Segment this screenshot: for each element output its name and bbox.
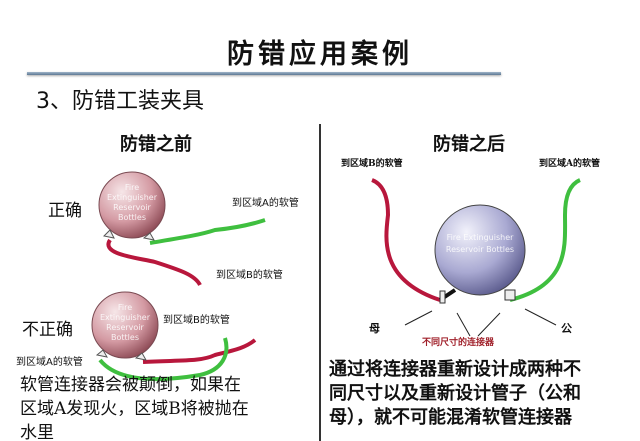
incorrect-label: 不正确 bbox=[22, 320, 73, 340]
before-description: 软管连接器会被颠倒，如果在 区域A发现火，区域B将被抛在 水里 bbox=[20, 373, 249, 441]
bottle-text: Extinguisher bbox=[100, 313, 151, 322]
hose-b-incorrect bbox=[142, 338, 257, 364]
description-line: 区域A发现火，区域B将被抛在 bbox=[20, 399, 249, 419]
hose-a-label: 到区域A的软管 bbox=[232, 198, 299, 209]
bottle-text: Extinguisher bbox=[107, 193, 158, 202]
connector-icon bbox=[102, 229, 155, 241]
hose-a-after bbox=[509, 178, 581, 302]
hose-a-correct bbox=[149, 218, 266, 245]
slide-subtitle: 3、防错工装夹具 bbox=[36, 89, 204, 114]
male-connector-icon bbox=[504, 289, 516, 301]
bottle-text: Fire bbox=[118, 303, 132, 312]
before-heading: 防错之前 bbox=[120, 134, 192, 155]
connector-label: 不同尺寸的连接器 bbox=[422, 338, 495, 348]
bottle-text: Reservoir bbox=[106, 323, 144, 332]
description-line: 软管连接器会被颠倒，如果在 bbox=[20, 375, 241, 395]
bottle-text: Reservoir bbox=[113, 203, 151, 212]
male-label: 公 bbox=[561, 322, 572, 335]
bottle-text: Bottles bbox=[111, 333, 139, 342]
description-line: 同尺寸以及重新设计管子（公和 bbox=[329, 383, 581, 404]
title-rule bbox=[27, 72, 501, 75]
hose-b-after bbox=[371, 178, 441, 302]
connector-icon bbox=[95, 349, 147, 361]
bottle-incorrect bbox=[91, 291, 159, 359]
description-line: 水里 bbox=[20, 423, 54, 441]
bottle-after bbox=[434, 204, 526, 296]
hose-b-label: 到区域B的软管 bbox=[163, 315, 230, 326]
hose-a-label: 到区域A的软管 bbox=[16, 357, 83, 368]
female-label: 母 bbox=[369, 322, 380, 335]
bottle-correct bbox=[98, 171, 166, 239]
hose-a-label: 到区域A的软管 bbox=[539, 159, 600, 169]
after-description: 通过将连接器重新设计成两种不 同尺寸以及重新设计管子（公和 母），就不可能混淆软… bbox=[329, 358, 581, 430]
hose-b-correct bbox=[106, 238, 202, 287]
arrow-icons bbox=[404, 308, 557, 337]
hose-a-incorrect bbox=[98, 337, 229, 382]
correct-label: 正确 bbox=[48, 201, 82, 221]
slide-title: 防错应用案例 bbox=[227, 39, 413, 70]
bottle-text: Bottles bbox=[118, 213, 146, 222]
description-line: 母），就不可能混淆软管连接器 bbox=[329, 407, 572, 428]
female-connector-icon bbox=[439, 290, 446, 304]
hose-b-label: 到区域B的软管 bbox=[341, 159, 403, 169]
hose-b-label: 到区域B的软管 bbox=[216, 270, 283, 281]
description-line: 通过将连接器重新设计成两种不 bbox=[329, 359, 581, 380]
column-divider bbox=[319, 124, 321, 441]
bottle-text: Fire Extinguisher bbox=[447, 233, 515, 242]
bottle-text: Fire bbox=[125, 183, 139, 192]
after-heading: 防错之后 bbox=[433, 134, 505, 155]
bottle-text: Reservoir Bottles bbox=[446, 245, 514, 254]
